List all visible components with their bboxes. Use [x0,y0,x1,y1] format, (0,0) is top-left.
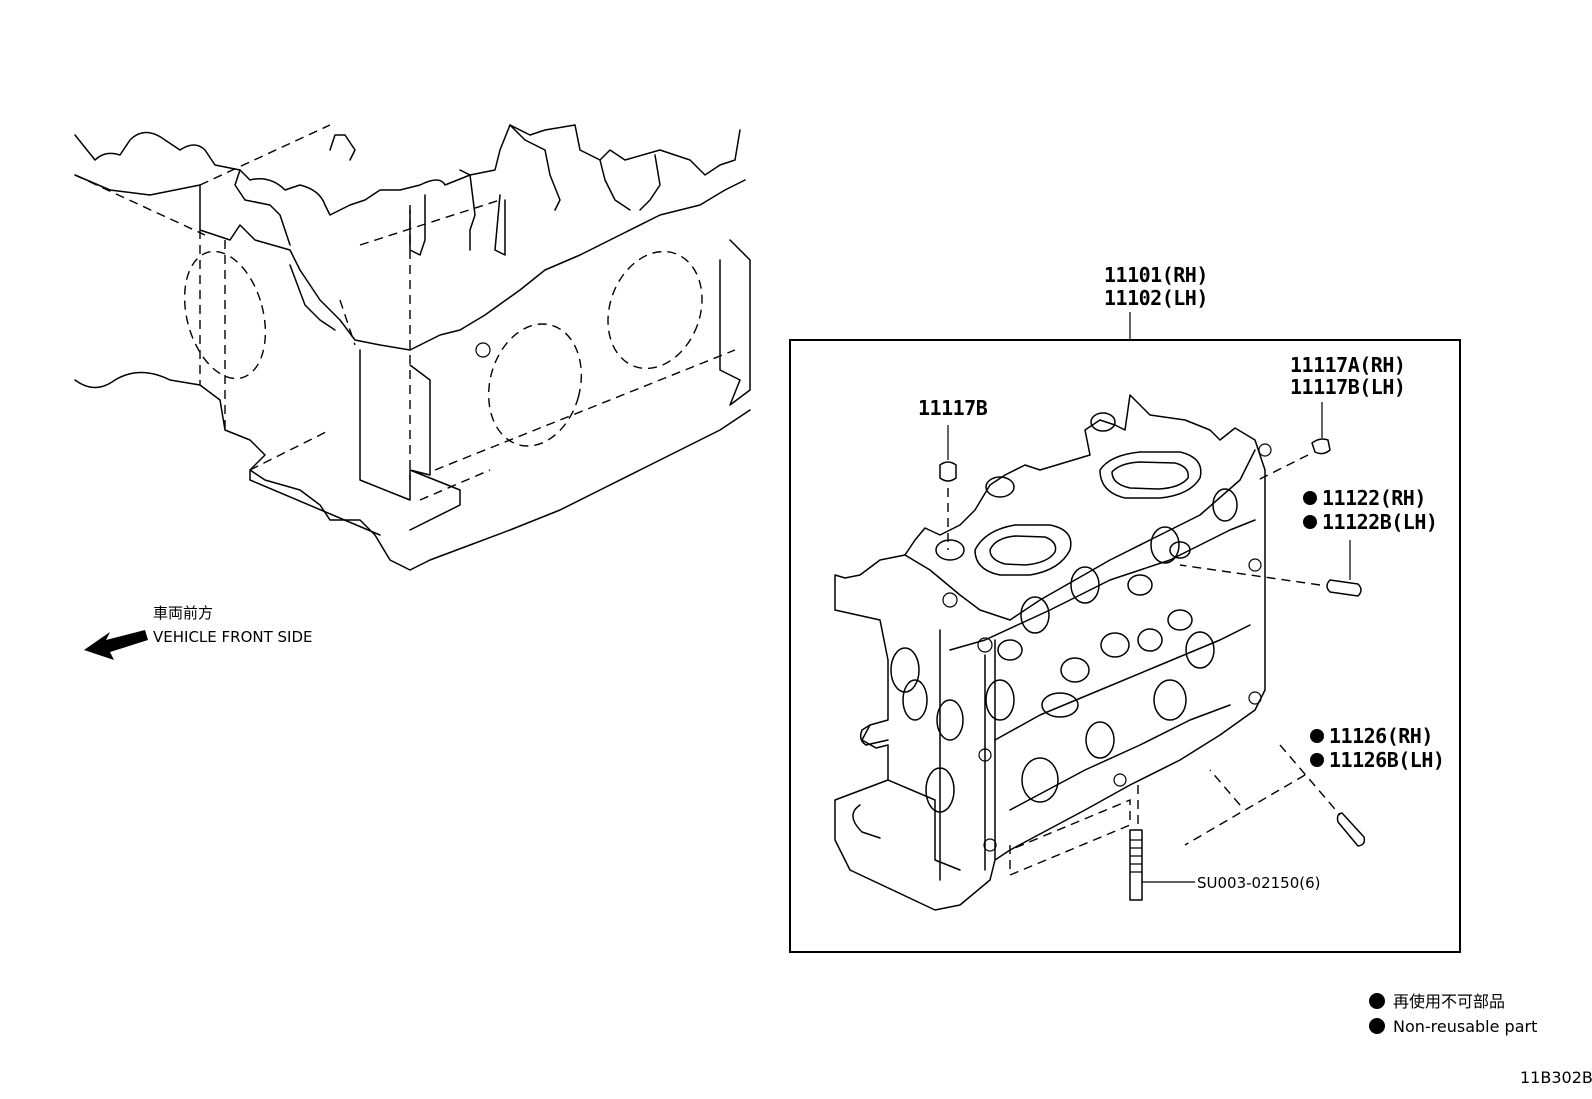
plug-11122 [1179,540,1362,597]
callout-plug1-lh: 11122B(LH) [1322,510,1437,534]
legend-dot-icon [1369,993,1385,1009]
assembly-frame [789,339,1461,953]
nonreusable-mark-11126b [1310,753,1324,767]
legend-nonreusable-en: Non-reusable part [1393,1017,1537,1036]
direction-label-en: VEHICLE FRONT SIDE [153,628,313,646]
callout-plug1-rh: 11122(RH) [1322,486,1426,510]
callout-pin-right-lh: 11117B(LH) [1290,375,1405,399]
engine-block-illustration [74,124,751,571]
direction-label-jp: 車両前方 [153,604,213,622]
callout-head-lh: 11102(LH) [1104,286,1208,310]
callout-plug2-lh: 11126B(LH) [1329,748,1444,772]
dowel-pin-11117a [1257,402,1331,481]
callout-pin-right-rh: 11117A(RH) [1290,353,1405,377]
legend-nonreusable-jp: 再使用不可部品 [1393,992,1505,1011]
nonreusable-mark-11122 [1303,491,1317,505]
dowel-pin-11117b [939,425,957,550]
stud-bolt [1009,785,1195,901]
cylinder-head-illustration [834,394,1272,911]
legend-dot-icon-2 [1369,1018,1385,1034]
callout-head-rh: 11101(RH) [1104,263,1208,287]
nonreusable-mark-11126 [1310,729,1324,743]
callout-stud: SU003-02150(6) [1197,874,1321,892]
callout-plug2-rh: 11126(RH) [1329,724,1433,748]
vehicle-front-arrow-icon [84,630,148,660]
diagram-code: 11B302B [1520,1068,1592,1087]
callout-pin-top: 11117B [918,396,988,420]
nonreusable-mark-11122b [1303,515,1317,529]
plug-11126 [1184,744,1366,847]
